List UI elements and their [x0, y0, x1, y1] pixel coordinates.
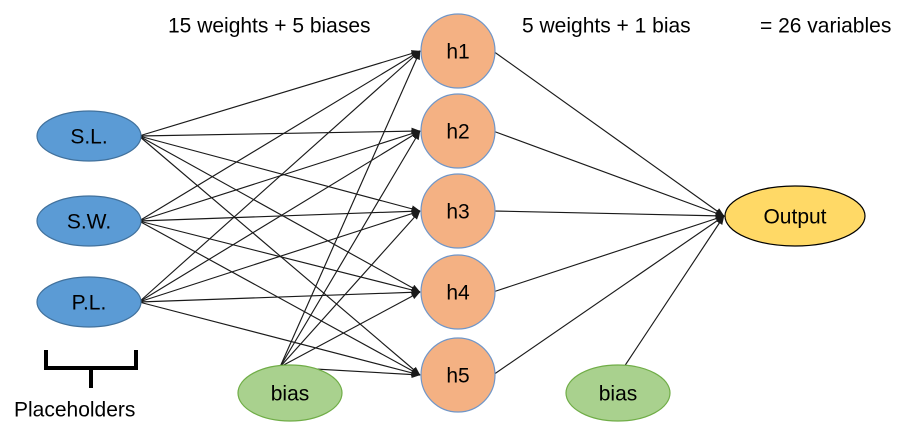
edge-bias2-to-output [623, 215, 725, 368]
hidden-node-h2-shape [420, 93, 496, 169]
bias-node-hidden-label: bias [271, 383, 310, 406]
input-node-pl[interactable]: P.L. [36, 276, 142, 328]
hidden-node-h2[interactable]: h2 [420, 93, 496, 169]
edge-h2-to-output [492, 130, 725, 217]
edge-bias1-to-h1 [279, 50, 421, 368]
hidden-node-h3-shape [420, 173, 496, 249]
bias-node-hidden-shape [237, 364, 343, 422]
hidden-node-h5[interactable]: h5 [420, 337, 496, 413]
bias-node-output-shape [565, 364, 671, 422]
edge-pl-to-h4 [138, 288, 421, 303]
input-node-sw[interactable]: S.W. [36, 195, 142, 247]
input-node-sw-shape [36, 195, 142, 247]
input-node-sl-shape [36, 110, 142, 162]
output-node-shape [724, 185, 866, 247]
total-params-label: = 26 variables [760, 15, 891, 38]
edge-h1-to-output [492, 50, 725, 217]
edge-bias1-to-h2 [279, 130, 421, 368]
bias-node-output-label: bias [599, 383, 638, 406]
edge-pl-to-h5 [138, 301, 421, 377]
hidden-node-h1-shape [420, 13, 496, 89]
input-node-sl[interactable]: S.L. [36, 110, 142, 162]
input-node-pl-shape [36, 276, 142, 328]
hidden-node-h4[interactable]: h4 [420, 254, 496, 330]
hidden-layer-params-label: 15 weights + 5 biases [168, 15, 371, 38]
hidden-node-h3-label: h3 [446, 201, 469, 224]
edge-sl-to-h5 [138, 135, 421, 376]
input-node-sw-label: S.W. [67, 211, 111, 234]
input-node-pl-label: P.L. [72, 292, 107, 315]
edge-pl-to-h3 [138, 210, 421, 303]
hidden-node-h1-label: h1 [446, 41, 469, 64]
input-node-sl-label: S.L. [70, 126, 107, 149]
hidden-node-h3[interactable]: h3 [420, 173, 496, 249]
edge-sl-to-h2 [138, 127, 421, 137]
edge-h4-to-output [492, 215, 725, 293]
edge-sl-to-h1 [138, 50, 421, 137]
edge-sw-to-h5 [138, 220, 421, 376]
bias-node-hidden[interactable]: bias [237, 364, 343, 422]
output-node[interactable]: Output [724, 185, 866, 247]
placeholders-label: Placeholders [14, 399, 135, 422]
hidden-node-h1[interactable]: h1 [420, 13, 496, 89]
hidden-node-h5-label: h5 [446, 365, 469, 388]
edge-h5-to-output [492, 215, 725, 376]
edges-group [138, 50, 725, 379]
bias-node-output[interactable]: bias [565, 364, 671, 422]
edge-bias1-to-h3 [279, 210, 421, 368]
hidden-node-h4-label: h4 [446, 282, 470, 305]
edge-sl-to-h3 [138, 135, 421, 213]
placeholders-brace [44, 350, 138, 388]
nodes-group: S.L. S.W. P.L. bias h1 h2 h3 h4 h5 bias Output [36, 13, 866, 422]
output-layer-params-label: 5 weights + 1 bias [522, 15, 691, 38]
placeholders-brace-group [44, 350, 138, 388]
hidden-node-h5-shape [420, 337, 496, 413]
edge-sl-to-h4 [138, 135, 421, 293]
hidden-node-h2-label: h2 [446, 121, 469, 144]
edge-sw-to-h1 [138, 50, 421, 222]
edge-pl-to-h1 [138, 50, 421, 303]
edge-pl-to-h2 [138, 130, 421, 303]
edge-bias1-to-h4 [279, 291, 421, 368]
edge-h3-to-output [492, 210, 725, 220]
output-node-label: Output [763, 206, 826, 229]
hidden-node-h4-shape [420, 254, 496, 330]
